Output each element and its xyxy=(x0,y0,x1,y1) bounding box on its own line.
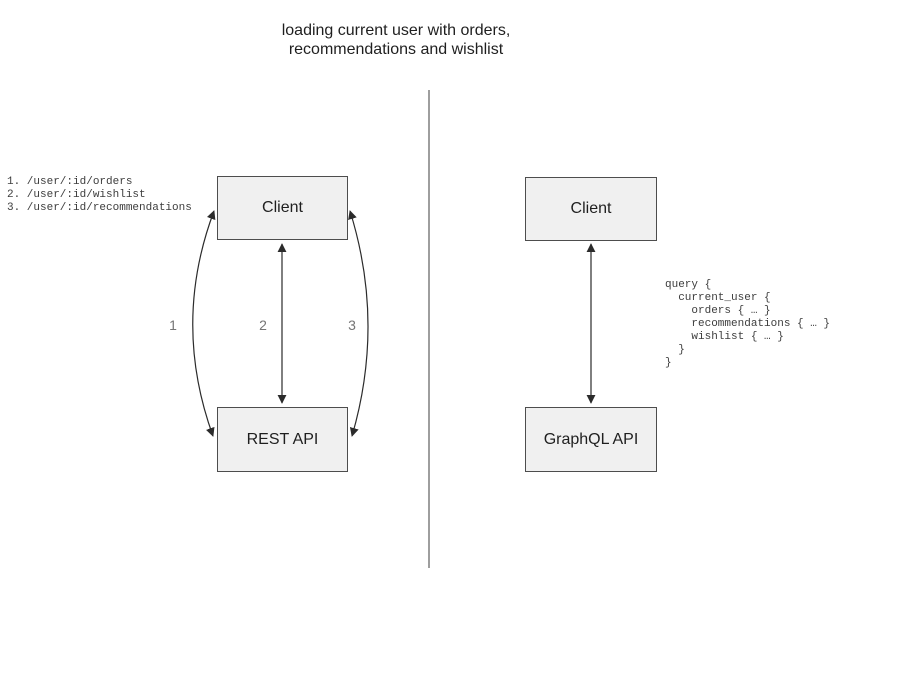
diagram-title: loading current user with orders, recomm… xyxy=(196,21,596,59)
graphql-query-line: orders { … } xyxy=(665,305,771,317)
arrow-label-1: 1 xyxy=(169,317,177,333)
graphql-api-box: GraphQL API xyxy=(525,407,657,472)
arrow-label-2: 2 xyxy=(259,317,267,333)
graphql-query-line: recommendations { … } xyxy=(665,318,831,330)
graphql-query-snippet: query { current_user { orders { … } reco… xyxy=(665,279,830,370)
rest-endpoint-list: 1. /user/:id/orders 2. /user/:id/wishlis… xyxy=(7,176,192,215)
diagram-title-line1: loading current user with orders, xyxy=(281,22,511,39)
arrow-1-arc xyxy=(192,210,216,437)
rest-api-box-label: REST API xyxy=(246,430,319,448)
client-box-graphql-label: Client xyxy=(570,200,612,217)
graphql-query-line: } xyxy=(665,357,672,369)
graphql-query-line: current_user { xyxy=(665,292,771,304)
graphql-api-box-label: GraphQL API xyxy=(543,430,639,448)
rest-endpoint-wishlist: 2. /user/:id/wishlist xyxy=(7,189,146,201)
graphql-query-line: query { xyxy=(665,279,712,291)
client-box-rest-label: Client xyxy=(262,199,303,216)
rest-endpoint-orders: 1. /user/:id/orders xyxy=(7,176,133,188)
rest-api-box: REST API xyxy=(217,407,348,472)
graphql-query-line: } xyxy=(665,344,685,356)
graphql-query-line: wishlist { … } xyxy=(665,331,784,343)
arrow-label-3: 3 xyxy=(348,317,356,333)
rest-endpoint-recommendations: 3. /user/:id/recommendations xyxy=(7,202,192,214)
client-box-graphql: Client xyxy=(525,177,657,241)
client-box-rest: Client xyxy=(217,176,348,240)
diagram-title-line2: recommendations and wishlist xyxy=(288,41,504,58)
